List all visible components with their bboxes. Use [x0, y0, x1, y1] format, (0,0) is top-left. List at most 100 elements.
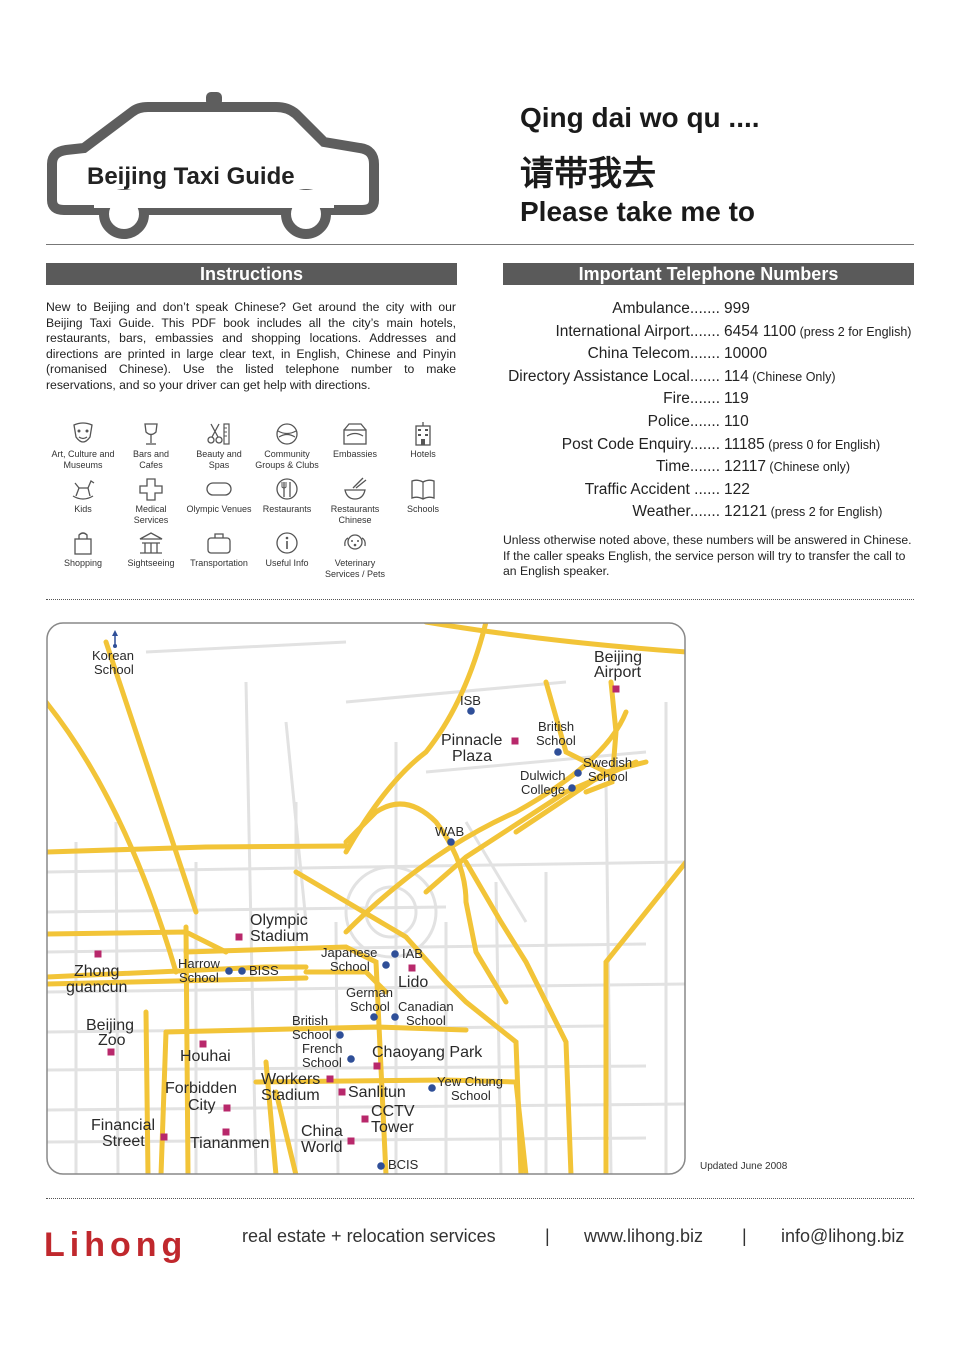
location-marker-square[interactable] — [223, 1104, 231, 1112]
school-marker-dot[interactable] — [370, 1013, 378, 1021]
phone-number: 110 — [724, 411, 749, 433]
map-label: World — [301, 1139, 343, 1156]
map-label: Stadium — [261, 1087, 320, 1104]
map-label: Beijing — [594, 649, 642, 666]
taxi-body-fill — [94, 190, 334, 208]
map-label: Canadian — [398, 999, 454, 1014]
header-divider — [46, 244, 914, 245]
map-label: British — [292, 1013, 328, 1028]
shopping-bag-icon — [74, 532, 92, 555]
school-marker-dot[interactable] — [467, 707, 475, 715]
map-label: ISB — [460, 693, 481, 708]
school-marker-dot[interactable] — [225, 967, 233, 975]
phrase-pinyin: Qing dai wo qu .... — [520, 102, 760, 133]
school-marker-dot[interactable] — [447, 838, 455, 846]
location-marker-square[interactable] — [235, 933, 243, 941]
category-12: Shopping — [48, 530, 118, 569]
school-marker-dot[interactable] — [574, 769, 582, 777]
beijing-map[interactable]: KoreanSchoolBeijingAirportISBBritishScho… — [46, 622, 686, 1175]
location-marker-square[interactable] — [222, 1128, 230, 1136]
map-label: School — [330, 959, 370, 974]
map-label: School — [588, 769, 628, 784]
phone-number-value: 6454 1100 — [724, 322, 797, 340]
location-marker-square[interactable] — [361, 1115, 369, 1123]
category-label: Restaurants — [330, 504, 380, 514]
school-marker-dot[interactable] — [554, 748, 562, 756]
location-marker-square[interactable] — [511, 737, 519, 745]
location-marker-square[interactable] — [338, 1088, 346, 1096]
category-label: Community — [264, 449, 310, 459]
school-marker-dot[interactable] — [382, 961, 390, 969]
school-marker-dot[interactable] — [377, 1162, 385, 1170]
wine-glass-icon — [144, 423, 158, 445]
category-label: Sightseeing — [127, 558, 175, 568]
location-marker-square[interactable] — [373, 1062, 381, 1070]
school-marker-dot[interactable] — [428, 1084, 436, 1092]
map-label: School — [94, 662, 134, 677]
map-label: Workers — [261, 1071, 320, 1088]
category-5: Hotels — [388, 421, 458, 460]
footer-divider — [46, 1198, 914, 1199]
footer-website-link[interactable]: www.lihong.biz — [584, 1226, 704, 1246]
location-marker-square[interactable] — [94, 950, 102, 958]
school-marker-dot[interactable] — [568, 784, 576, 792]
category-9: Restaurants — [252, 476, 322, 515]
map-label: BISS — [249, 963, 279, 978]
olympic-venue-icon — [206, 482, 232, 496]
mask-icon — [73, 422, 93, 443]
category-15: Useful Info — [252, 530, 322, 569]
guide-title: Beijing Taxi Guide — [87, 163, 295, 190]
phone-note: (Chinese Only) — [748, 369, 836, 384]
phrase-english: Please take me to — [520, 196, 756, 227]
footer-separator: | — [545, 1226, 550, 1246]
briefcase-icon — [207, 533, 231, 554]
map-label: Beijing — [86, 1017, 134, 1034]
phone-name: International Airport....... — [555, 322, 720, 340]
category-label: Restaurants — [262, 504, 312, 514]
category-13: Sightseeing — [116, 530, 186, 569]
footer-email-link[interactable]: info@lihong.biz — [781, 1226, 905, 1246]
location-marker-square[interactable] — [107, 1048, 115, 1056]
map-label: Swedish — [583, 755, 632, 770]
map-label: Korean — [92, 648, 134, 663]
school-marker-dot[interactable] — [347, 1055, 355, 1063]
phone-number: 11185 (press 0 for English) — [724, 434, 880, 456]
north-arrow-icon — [112, 630, 118, 648]
location-marker-square[interactable] — [160, 1133, 168, 1141]
map-label: Plaza — [452, 748, 492, 765]
map-label: School — [179, 970, 219, 985]
school-marker-dot[interactable] — [336, 1031, 344, 1039]
location-marker-square[interactable] — [347, 1137, 355, 1145]
scissors-comb-icon — [207, 423, 230, 445]
taxi-body — [47, 102, 379, 215]
location-marker-square[interactable] — [326, 1075, 334, 1083]
map-label: Dulwich — [520, 768, 566, 783]
category-sublabel: Cafes — [139, 460, 163, 470]
category-label: Art, Culture and — [51, 449, 115, 459]
book-icon — [411, 479, 435, 500]
category-11: Schools — [388, 476, 458, 515]
taxi-logo: Beijing Taxi Guide — [47, 92, 379, 239]
map-label: guancun — [66, 979, 127, 996]
map-label: City — [188, 1097, 216, 1114]
category-label: Veterinary — [334, 558, 376, 568]
category-label: Useful Info — [265, 558, 309, 568]
category-8: Olympic Venues — [184, 476, 254, 515]
map-label: Forbidden — [165, 1080, 237, 1097]
school-marker-dot[interactable] — [391, 1013, 399, 1021]
map-label: French — [302, 1041, 342, 1056]
phone-name: Time....... — [655, 458, 720, 476]
school-marker-dot[interactable] — [238, 967, 246, 975]
school-marker-dot[interactable] — [391, 950, 399, 958]
phone-number-value: 110 — [724, 413, 749, 430]
location-marker-square[interactable] — [408, 964, 416, 972]
phone-number: 999 — [724, 298, 750, 320]
map-label: School — [350, 999, 390, 1014]
map-updated-date: Updated June 2008 — [700, 1161, 788, 1172]
location-marker-square[interactable] — [199, 1040, 207, 1048]
category-label: Bars and — [132, 449, 170, 459]
location-marker-square[interactable] — [612, 685, 620, 693]
